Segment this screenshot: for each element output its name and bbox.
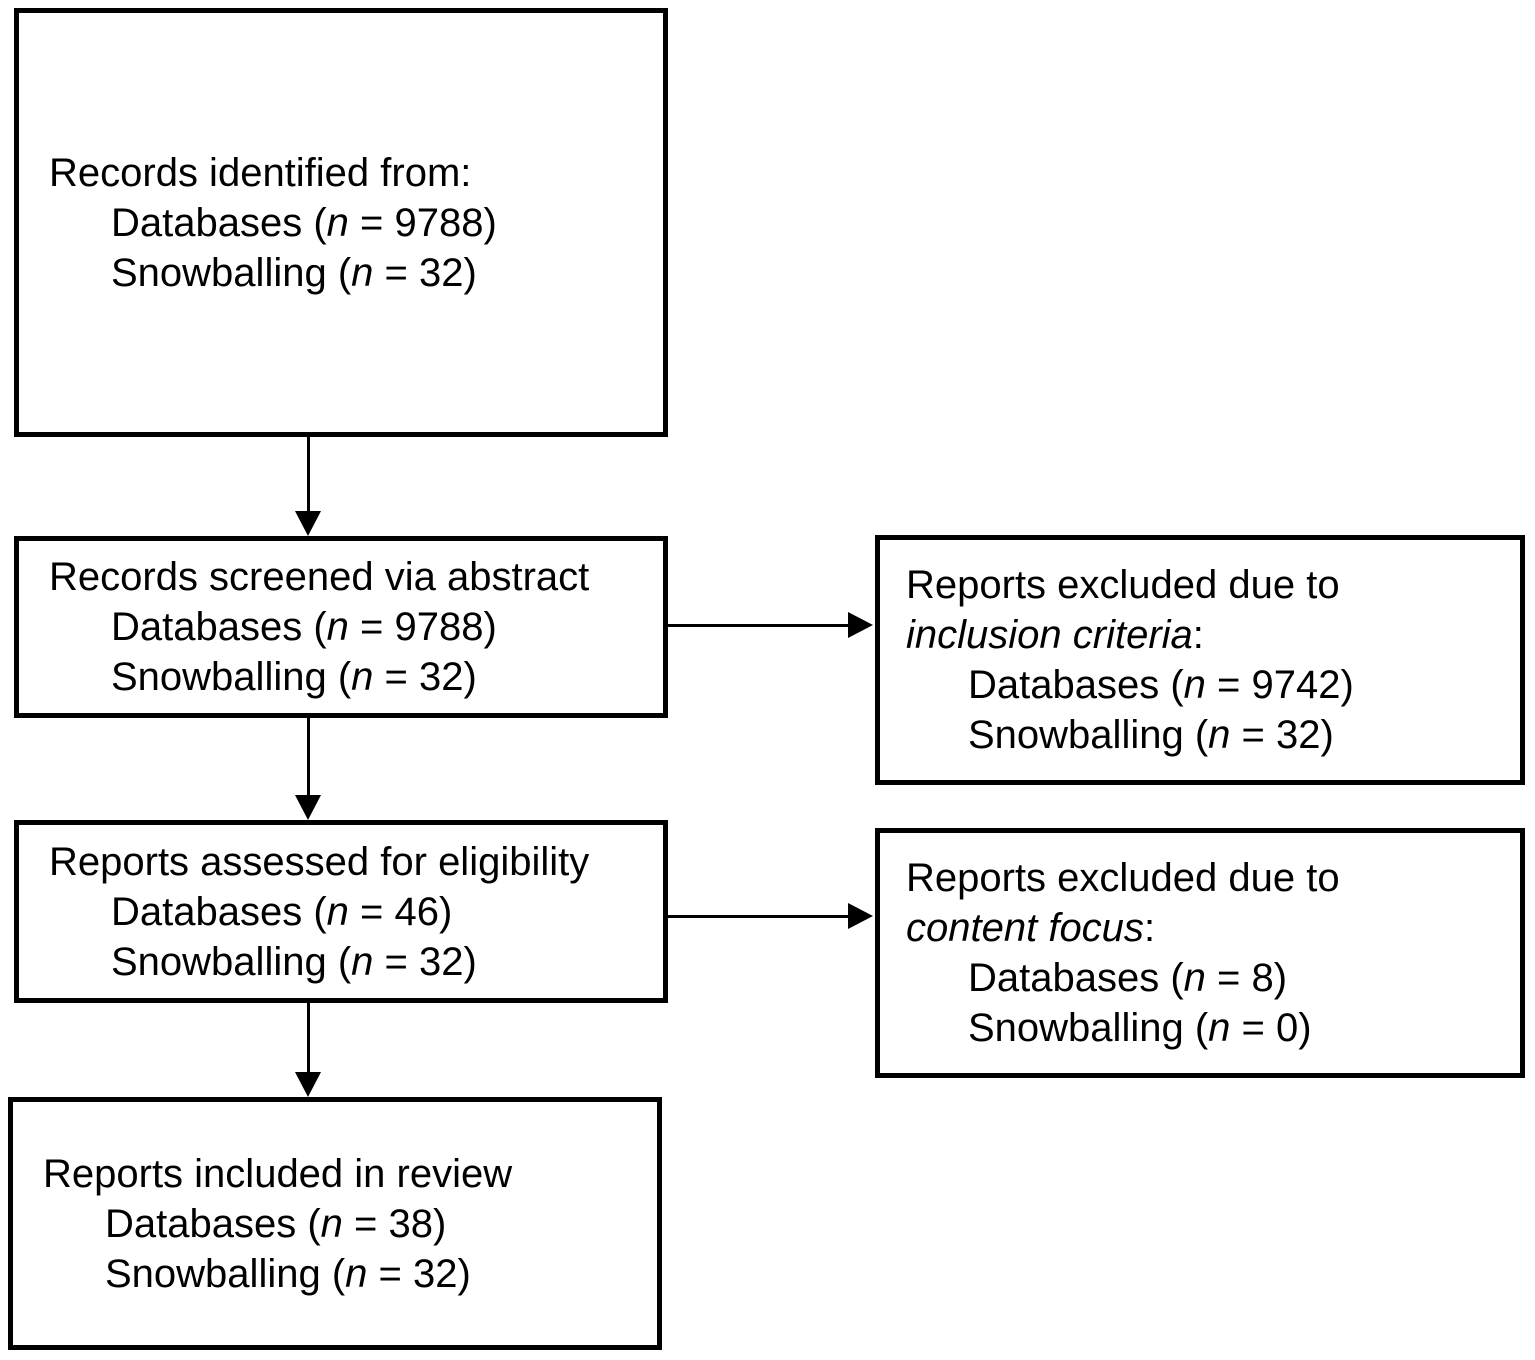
count-line-snowballing: Snowballing (n = 32) xyxy=(49,652,653,702)
count-suffix: = 32) xyxy=(1230,713,1334,757)
count-prefix: Databases ( xyxy=(968,956,1184,1000)
count-line-snowballing: Snowballing (n = 32) xyxy=(43,1249,647,1299)
box-records-identified: Records identified from: Databases (n = … xyxy=(14,8,668,437)
title-colon: : xyxy=(1143,906,1156,950)
box-excluded-content-focus: Reports excluded due to content focus: D… xyxy=(875,828,1525,1078)
box-excluded-inclusion-criteria: Reports excluded due to inclusion criter… xyxy=(875,535,1525,785)
box-reports-assessed: Reports assessed for eligibility Databas… xyxy=(14,820,668,1003)
count-prefix: Snowballing ( xyxy=(968,1006,1209,1050)
box-reports-included: Reports included in review Databases (n … xyxy=(8,1097,662,1350)
n-variable: n xyxy=(351,250,374,295)
box-records-screened: Records screened via abstract Databases … xyxy=(14,536,668,718)
n-variable: n xyxy=(1208,1006,1231,1050)
arrow-right-1-head xyxy=(848,612,873,638)
count-suffix: = 32) xyxy=(373,250,477,295)
count-suffix: = 0) xyxy=(1230,1006,1312,1050)
arrow-down-1-head xyxy=(295,511,321,536)
count-prefix: Snowballing ( xyxy=(111,250,352,295)
arrow-right-2-head xyxy=(848,903,873,929)
count-prefix: Databases ( xyxy=(111,889,327,934)
count-suffix: = 9788) xyxy=(348,605,497,649)
n-variable: n xyxy=(326,200,349,245)
arrow-down-3-head xyxy=(295,1072,321,1097)
box-title-line1: Reports excluded due to xyxy=(906,856,1340,900)
arrow-down-1-line xyxy=(307,437,310,515)
n-variable: n xyxy=(326,605,349,649)
count-line-databases: Databases (n = 8) xyxy=(906,953,1510,1003)
count-suffix: = 32) xyxy=(373,939,477,984)
count-suffix: = 8) xyxy=(1205,956,1288,1000)
count-prefix: Snowballing ( xyxy=(111,655,352,699)
arrow-down-3-line xyxy=(307,1003,310,1073)
box-title: Reports included in review xyxy=(43,1151,513,1196)
count-suffix: = 9788) xyxy=(348,200,497,245)
count-line-snowballing: Snowballing (n = 32) xyxy=(49,248,653,298)
count-prefix: Databases ( xyxy=(111,605,327,649)
count-suffix: = 38) xyxy=(342,1201,447,1246)
count-line-snowballing: Snowballing (n = 32) xyxy=(906,710,1510,760)
count-line-databases: Databases (n = 46) xyxy=(49,887,653,937)
count-prefix: Databases ( xyxy=(111,200,327,245)
arrow-right-1-line xyxy=(668,624,850,627)
count-line-snowballing: Snowballing (n = 0) xyxy=(906,1003,1510,1053)
exclusion-reason-italic: content focus xyxy=(906,906,1144,950)
arrow-down-2-head xyxy=(295,795,321,820)
box-title: Reports assessed for eligibility xyxy=(49,839,590,884)
n-variable: n xyxy=(1208,713,1231,757)
count-prefix: Snowballing ( xyxy=(968,713,1209,757)
count-prefix: Databases ( xyxy=(968,663,1184,707)
arrow-right-2-line xyxy=(668,915,850,918)
n-variable: n xyxy=(326,889,349,934)
count-suffix: = 46) xyxy=(348,889,453,934)
count-line-databases: Databases (n = 9788) xyxy=(49,602,653,652)
box-title-line1: Reports excluded due to xyxy=(906,563,1340,607)
n-variable: n xyxy=(351,655,374,699)
count-line-databases: Databases (n = 9788) xyxy=(49,198,653,248)
count-suffix: = 9742) xyxy=(1205,663,1354,707)
n-variable: n xyxy=(351,939,374,984)
box-title-line2: inclusion criteria: xyxy=(906,610,1510,660)
box-title: Records screened via abstract xyxy=(49,555,590,599)
title-colon: : xyxy=(1192,613,1204,657)
n-variable: n xyxy=(320,1201,343,1246)
count-line-databases: Databases (n = 9742) xyxy=(906,660,1510,710)
count-suffix: = 32) xyxy=(367,1251,471,1296)
exclusion-reason-italic: inclusion criteria xyxy=(906,613,1193,657)
box-title: Records identified from: xyxy=(49,150,472,195)
box-title-line2: content focus: xyxy=(906,903,1510,953)
n-variable: n xyxy=(345,1251,368,1296)
count-prefix: Snowballing ( xyxy=(105,1251,346,1296)
count-line-snowballing: Snowballing (n = 32) xyxy=(49,937,653,987)
arrow-down-2-line xyxy=(307,718,310,798)
n-variable: n xyxy=(1183,663,1206,707)
n-variable: n xyxy=(1183,956,1206,1000)
count-prefix: Snowballing ( xyxy=(111,939,352,984)
count-prefix: Databases ( xyxy=(105,1201,321,1246)
count-suffix: = 32) xyxy=(373,655,477,699)
count-line-databases: Databases (n = 38) xyxy=(43,1199,647,1249)
